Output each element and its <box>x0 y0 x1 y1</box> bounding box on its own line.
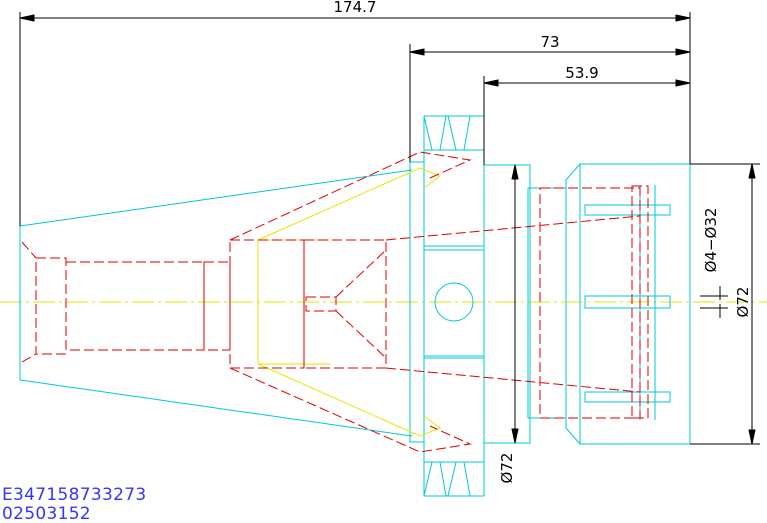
product-code-line2: 02503152 <box>2 504 91 523</box>
dim-flange-diameter: Ø72 <box>498 453 516 484</box>
dim-slot-spec: Ø4−Ø32 <box>702 208 720 273</box>
body-neck <box>483 164 567 444</box>
drive-hole <box>434 282 474 322</box>
hidden-lines <box>21 151 649 453</box>
dim-nut-diameter: Ø72 <box>734 287 752 318</box>
dim-flange-to-end: 73 <box>540 33 559 51</box>
collet-nut <box>565 163 691 445</box>
dim-body-to-end: 53.9 <box>565 64 598 82</box>
dimension-lines <box>19 12 760 445</box>
taper-shank <box>19 169 413 437</box>
flange <box>409 115 485 497</box>
dim-overall-length: 174.7 <box>334 0 377 16</box>
product-code-line1: E347158733273 <box>2 485 146 505</box>
